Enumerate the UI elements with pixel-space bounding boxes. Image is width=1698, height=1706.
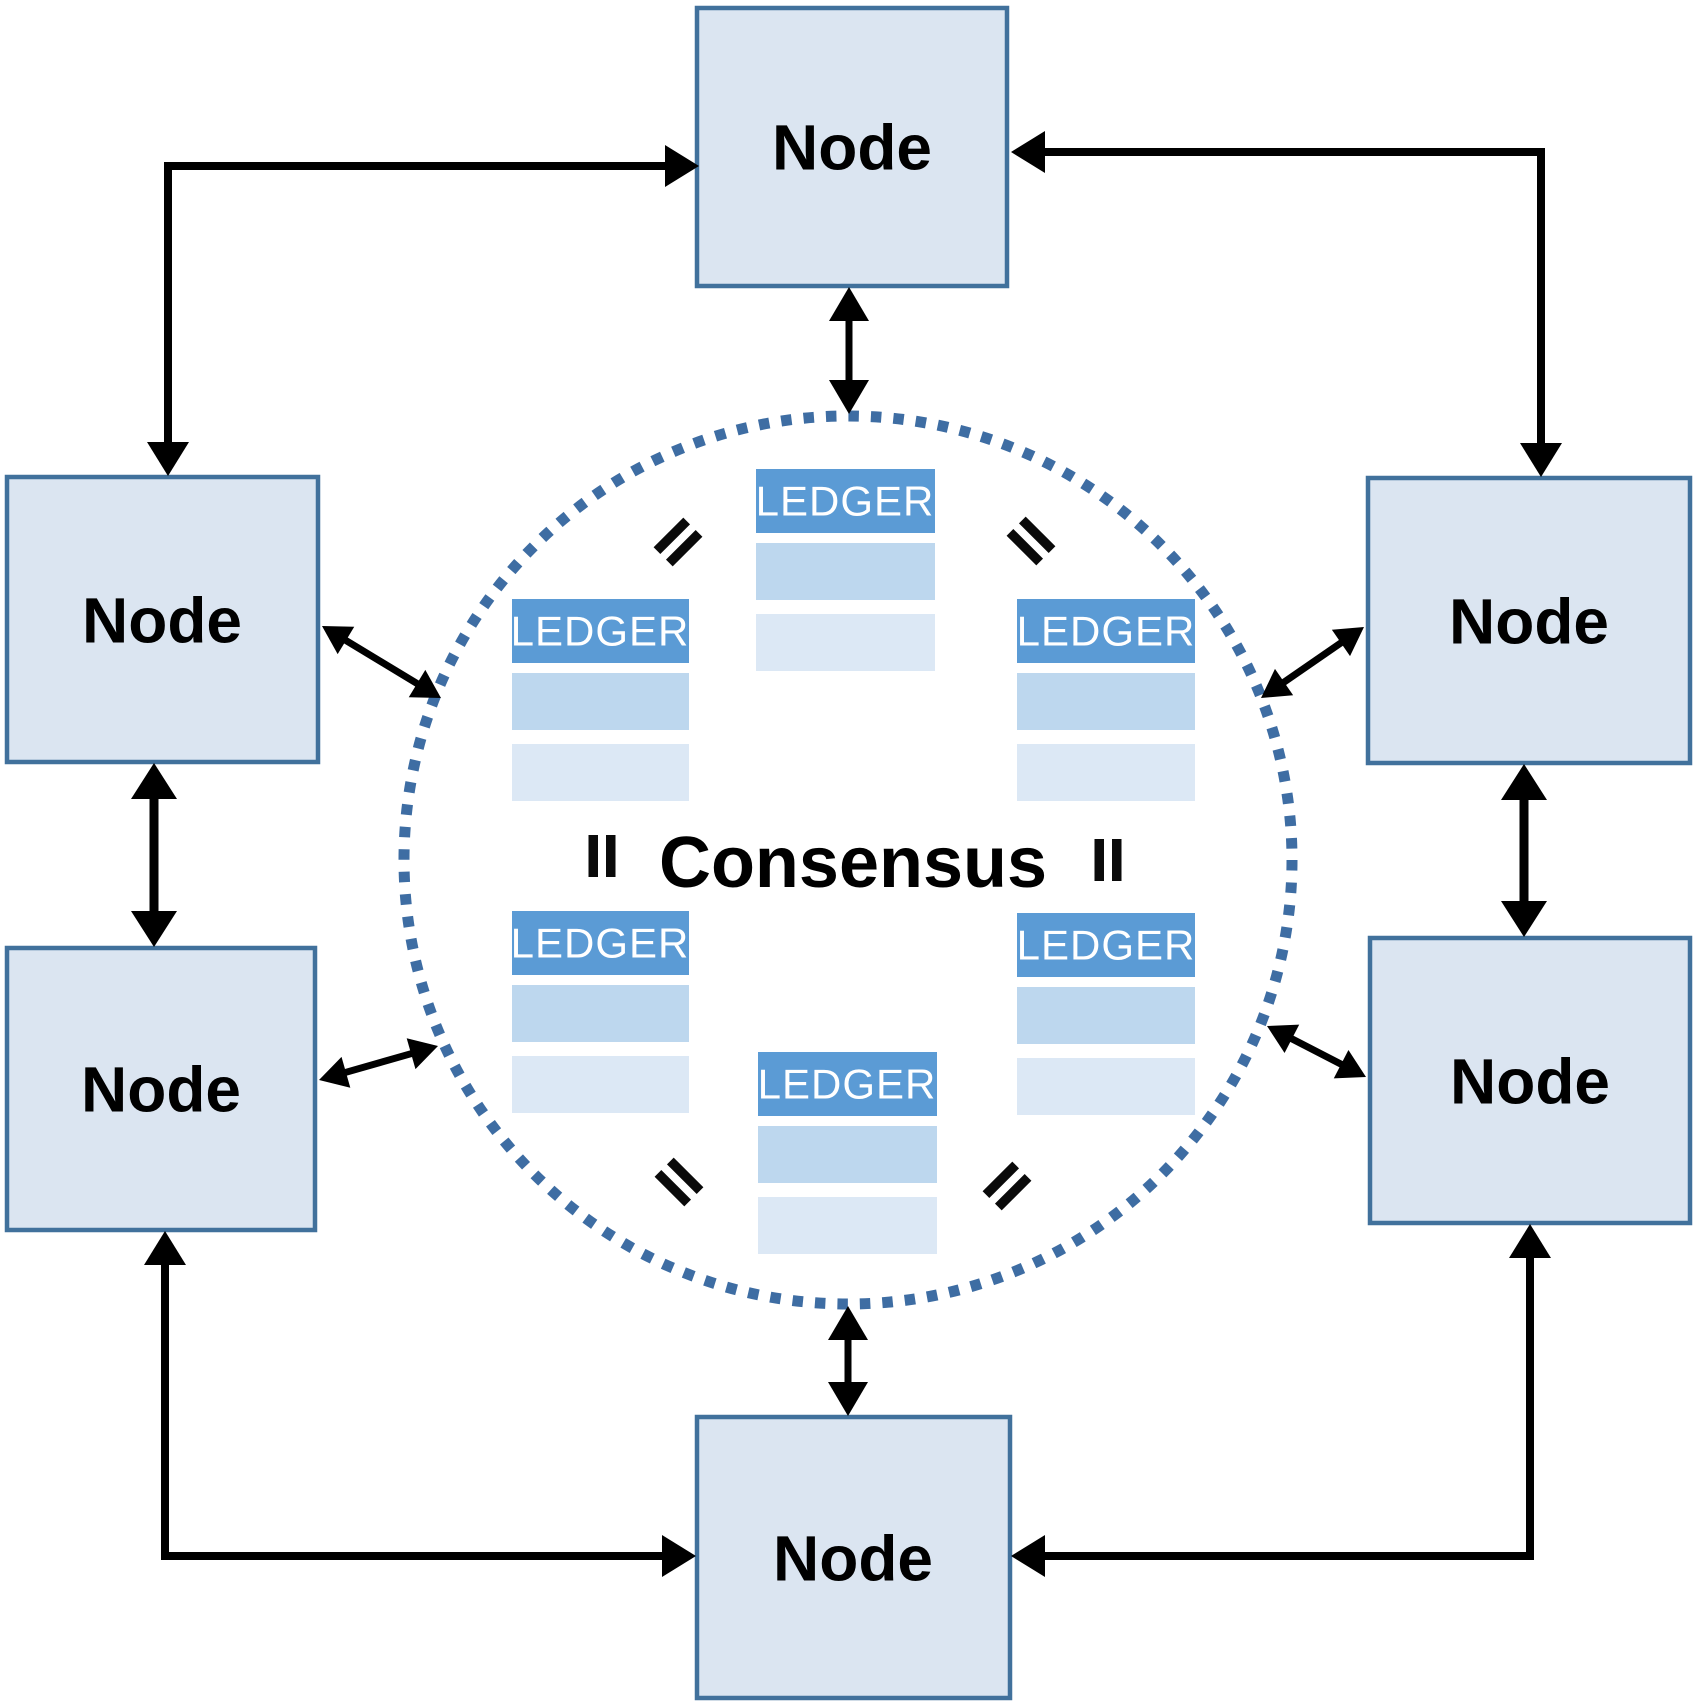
node-right-upper: Node: [1365, 475, 1693, 766]
node-label: Node: [1449, 585, 1609, 657]
l-connector-bottom-left-vertical: [144, 1231, 186, 1560]
node-left-lower: Node: [4, 945, 318, 1233]
ledger-row: [512, 985, 689, 1042]
ledger-table-bottom: LEDGER: [758, 1052, 937, 1254]
ledger-row: [756, 543, 935, 600]
l-connector-top-left-horizontal: [164, 145, 699, 187]
ledger-table-right: LEDGER: [1017, 599, 1196, 801]
node-box: [694, 1414, 1013, 1701]
ledger-label: LEDGER: [1017, 608, 1196, 655]
ledger-label: LEDGER: [1017, 922, 1196, 969]
l-connector-bottom-right-horizontal: [1011, 1535, 1534, 1577]
equals-icon-bottom-left: [654, 1157, 704, 1207]
node-box: [1367, 935, 1693, 1226]
l-connector-bottom-left-horizontal: [161, 1535, 696, 1577]
equals-icon-top-right: [1006, 516, 1056, 566]
ledger-row: [1017, 744, 1195, 801]
l-connector-bottom-right-vertical: [1509, 1224, 1551, 1560]
ledger-label: LEDGER: [511, 920, 690, 967]
node-label: Node: [81, 1053, 241, 1125]
node-label: Node: [1450, 1045, 1610, 1117]
ledger-header: [512, 911, 689, 975]
arrow-upper-right-node-circle: [1261, 627, 1364, 698]
node-box: [694, 5, 1010, 289]
node-top: Node: [694, 5, 1010, 289]
ledger-row: [1017, 673, 1195, 730]
ledger-table-bottom-right: LEDGER: [1017, 913, 1196, 1115]
node-bottom: Node: [694, 1414, 1013, 1701]
arrow-lower-right-node-circle: [1267, 1024, 1366, 1079]
consensus-boundary-circle: [398, 410, 1298, 1310]
ledger-row: [512, 1056, 689, 1113]
equals-icon-top-left: [653, 517, 703, 567]
ledger-label: LEDGER: [511, 608, 690, 655]
node-box: [4, 474, 321, 765]
node-label: Node: [82, 584, 242, 656]
node-left-upper: Node: [4, 474, 321, 765]
ledger-header: [512, 599, 689, 663]
arrow-upper-left-node-circle: [322, 626, 441, 698]
ledger-header: [758, 1052, 937, 1116]
ledger-table-top: LEDGER: [756, 469, 935, 671]
ledger-row: [512, 673, 689, 730]
node-label: Node: [772, 111, 932, 183]
ledger-header: [1017, 913, 1195, 977]
consensus-label: Consensus: [659, 823, 1047, 903]
ledger-row: [512, 744, 689, 801]
connection-arrows: [131, 131, 1562, 1577]
node-label: Node: [773, 1522, 933, 1594]
node-box: [4, 945, 318, 1233]
ledger-row: [1017, 1058, 1195, 1115]
ledger-row: [756, 614, 935, 671]
arrow-left-nodes-link: [131, 763, 177, 947]
equals-icon-middle-left: [588, 835, 616, 877]
ledger-header: [756, 469, 935, 533]
arrow-lower-left-node-circle: [319, 1038, 438, 1088]
l-connector-top-right-vertical: [1520, 148, 1562, 477]
ledger-row: [1017, 987, 1195, 1044]
arrow-bottom-node-circle: [828, 1306, 868, 1416]
arrow-top-node-circle: [829, 287, 869, 414]
ledger-row: [758, 1126, 937, 1183]
node-right-lower: Node: [1367, 935, 1693, 1226]
ledger-row: [758, 1197, 937, 1254]
ledger-header: [1017, 599, 1195, 663]
equals-icon-middle-right: [1094, 839, 1122, 881]
l-connector-top-right-horizontal: [1011, 131, 1545, 173]
ledger-table-bottom-left: LEDGER: [511, 911, 690, 1113]
equals-icon-bottom-right: [982, 1161, 1032, 1211]
ledger-table-left: LEDGER: [511, 599, 690, 801]
ledger-label: LEDGER: [758, 1061, 937, 1108]
l-connector-top-left-vertical: [147, 162, 189, 476]
arrow-right-nodes-link: [1501, 764, 1547, 937]
ledger-label: LEDGER: [756, 478, 935, 525]
node-box: [1365, 475, 1693, 766]
